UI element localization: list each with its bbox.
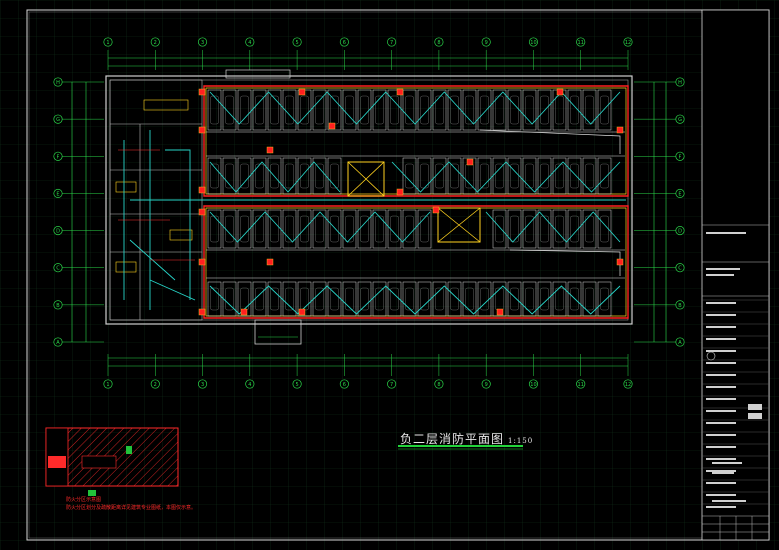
hydrant-icon [198,258,206,266]
legend-title: 防火分区示意图 [66,497,102,503]
row-axis-label: G [56,117,60,123]
hydrant-icon [298,88,306,96]
hydrant-icon [466,158,474,166]
hydrant-icon [198,126,206,134]
hydrant-icon [396,188,404,196]
column-axis-label: 9 [485,40,488,46]
row-axis-label: B [56,303,60,309]
hydrant-icon [616,258,624,266]
hydrant-icon [240,308,248,316]
sprinkler-pipes [150,91,626,315]
company-logo-icon [706,351,716,361]
hydrant-icon [266,146,274,154]
hydrant-icon [198,208,206,216]
column-axis-label: 4 [248,382,251,388]
hydrant-icon [556,88,564,96]
column-axis-label: 8 [437,40,440,46]
hydrant-icon [432,206,440,214]
column-axis-label: 8 [437,382,440,388]
column-axis-label: 12 [625,382,631,388]
row-axis-label: C [678,266,682,272]
row-axis-label: A [56,340,60,346]
row-axis-label: F [679,154,682,160]
hydrant-icon [496,308,504,316]
row-axis-label: A [678,340,682,346]
legend-exit-icon [126,446,132,454]
column-axis-label: 11 [578,382,584,388]
row-axis-label: C [56,266,60,272]
row-axis-label: D [678,229,682,235]
row-axis-label: E [678,191,681,197]
column-axis-label: 1 [106,40,109,46]
hydrant-icon [198,186,206,194]
column-axis-label: 10 [530,382,536,388]
column-axis-label: 3 [201,40,204,46]
title-block-rows [702,232,769,540]
column-axis-label: 3 [201,382,204,388]
hydrant-icon [298,308,306,316]
drawing-title-text: 负二层消防平面图 [400,432,505,446]
drawing-scale: 1:150 [508,437,534,445]
column-axis-label: 6 [343,40,346,46]
ramp-outline [254,319,302,345]
hydrant-icon [198,88,206,96]
hydrant-icon [198,308,206,316]
column-axis-label: 4 [248,40,251,46]
hydrant-icon [396,88,404,96]
column-axis-label: 10 [530,40,536,46]
row-axis-label: B [678,303,682,309]
hydrant-icon [616,126,624,134]
row-axis-label: H [678,80,682,86]
fire-compartment-boundary [203,85,629,319]
column-axis-label: 2 [154,382,157,388]
column-axis-label: 2 [154,40,157,46]
row-axis-label: D [56,229,60,235]
driving-aisles [206,129,625,279]
legend-note: 防火分区划分及疏散距离详见建筑专业图纸，本图仅示意。 [66,505,197,511]
column-axis-label: 9 [485,382,488,388]
column-axis-label: 5 [295,40,298,46]
column-axis-label: 12 [625,40,631,46]
row-axis-label: F [57,154,60,160]
title-block [701,9,770,541]
column-axis-label: 7 [390,40,393,46]
parking-stalls [207,89,612,317]
fire-zone-legend [45,427,179,496]
column-axis-label: 5 [295,382,298,388]
column-axis-label: 1 [106,382,109,388]
column-axis-label: 11 [578,40,584,46]
stair-core-2 [437,207,481,243]
row-axis-label: H [56,80,60,86]
hydrant-icon [328,122,336,130]
hydrant-cabinets [198,88,624,316]
row-axis-label: E [56,191,59,197]
column-axis-label: 7 [390,382,393,388]
row-axis-label: G [678,117,682,123]
column-axis-label: 6 [343,382,346,388]
stair-core-1 [347,161,385,197]
hydrant-icon [266,258,274,266]
